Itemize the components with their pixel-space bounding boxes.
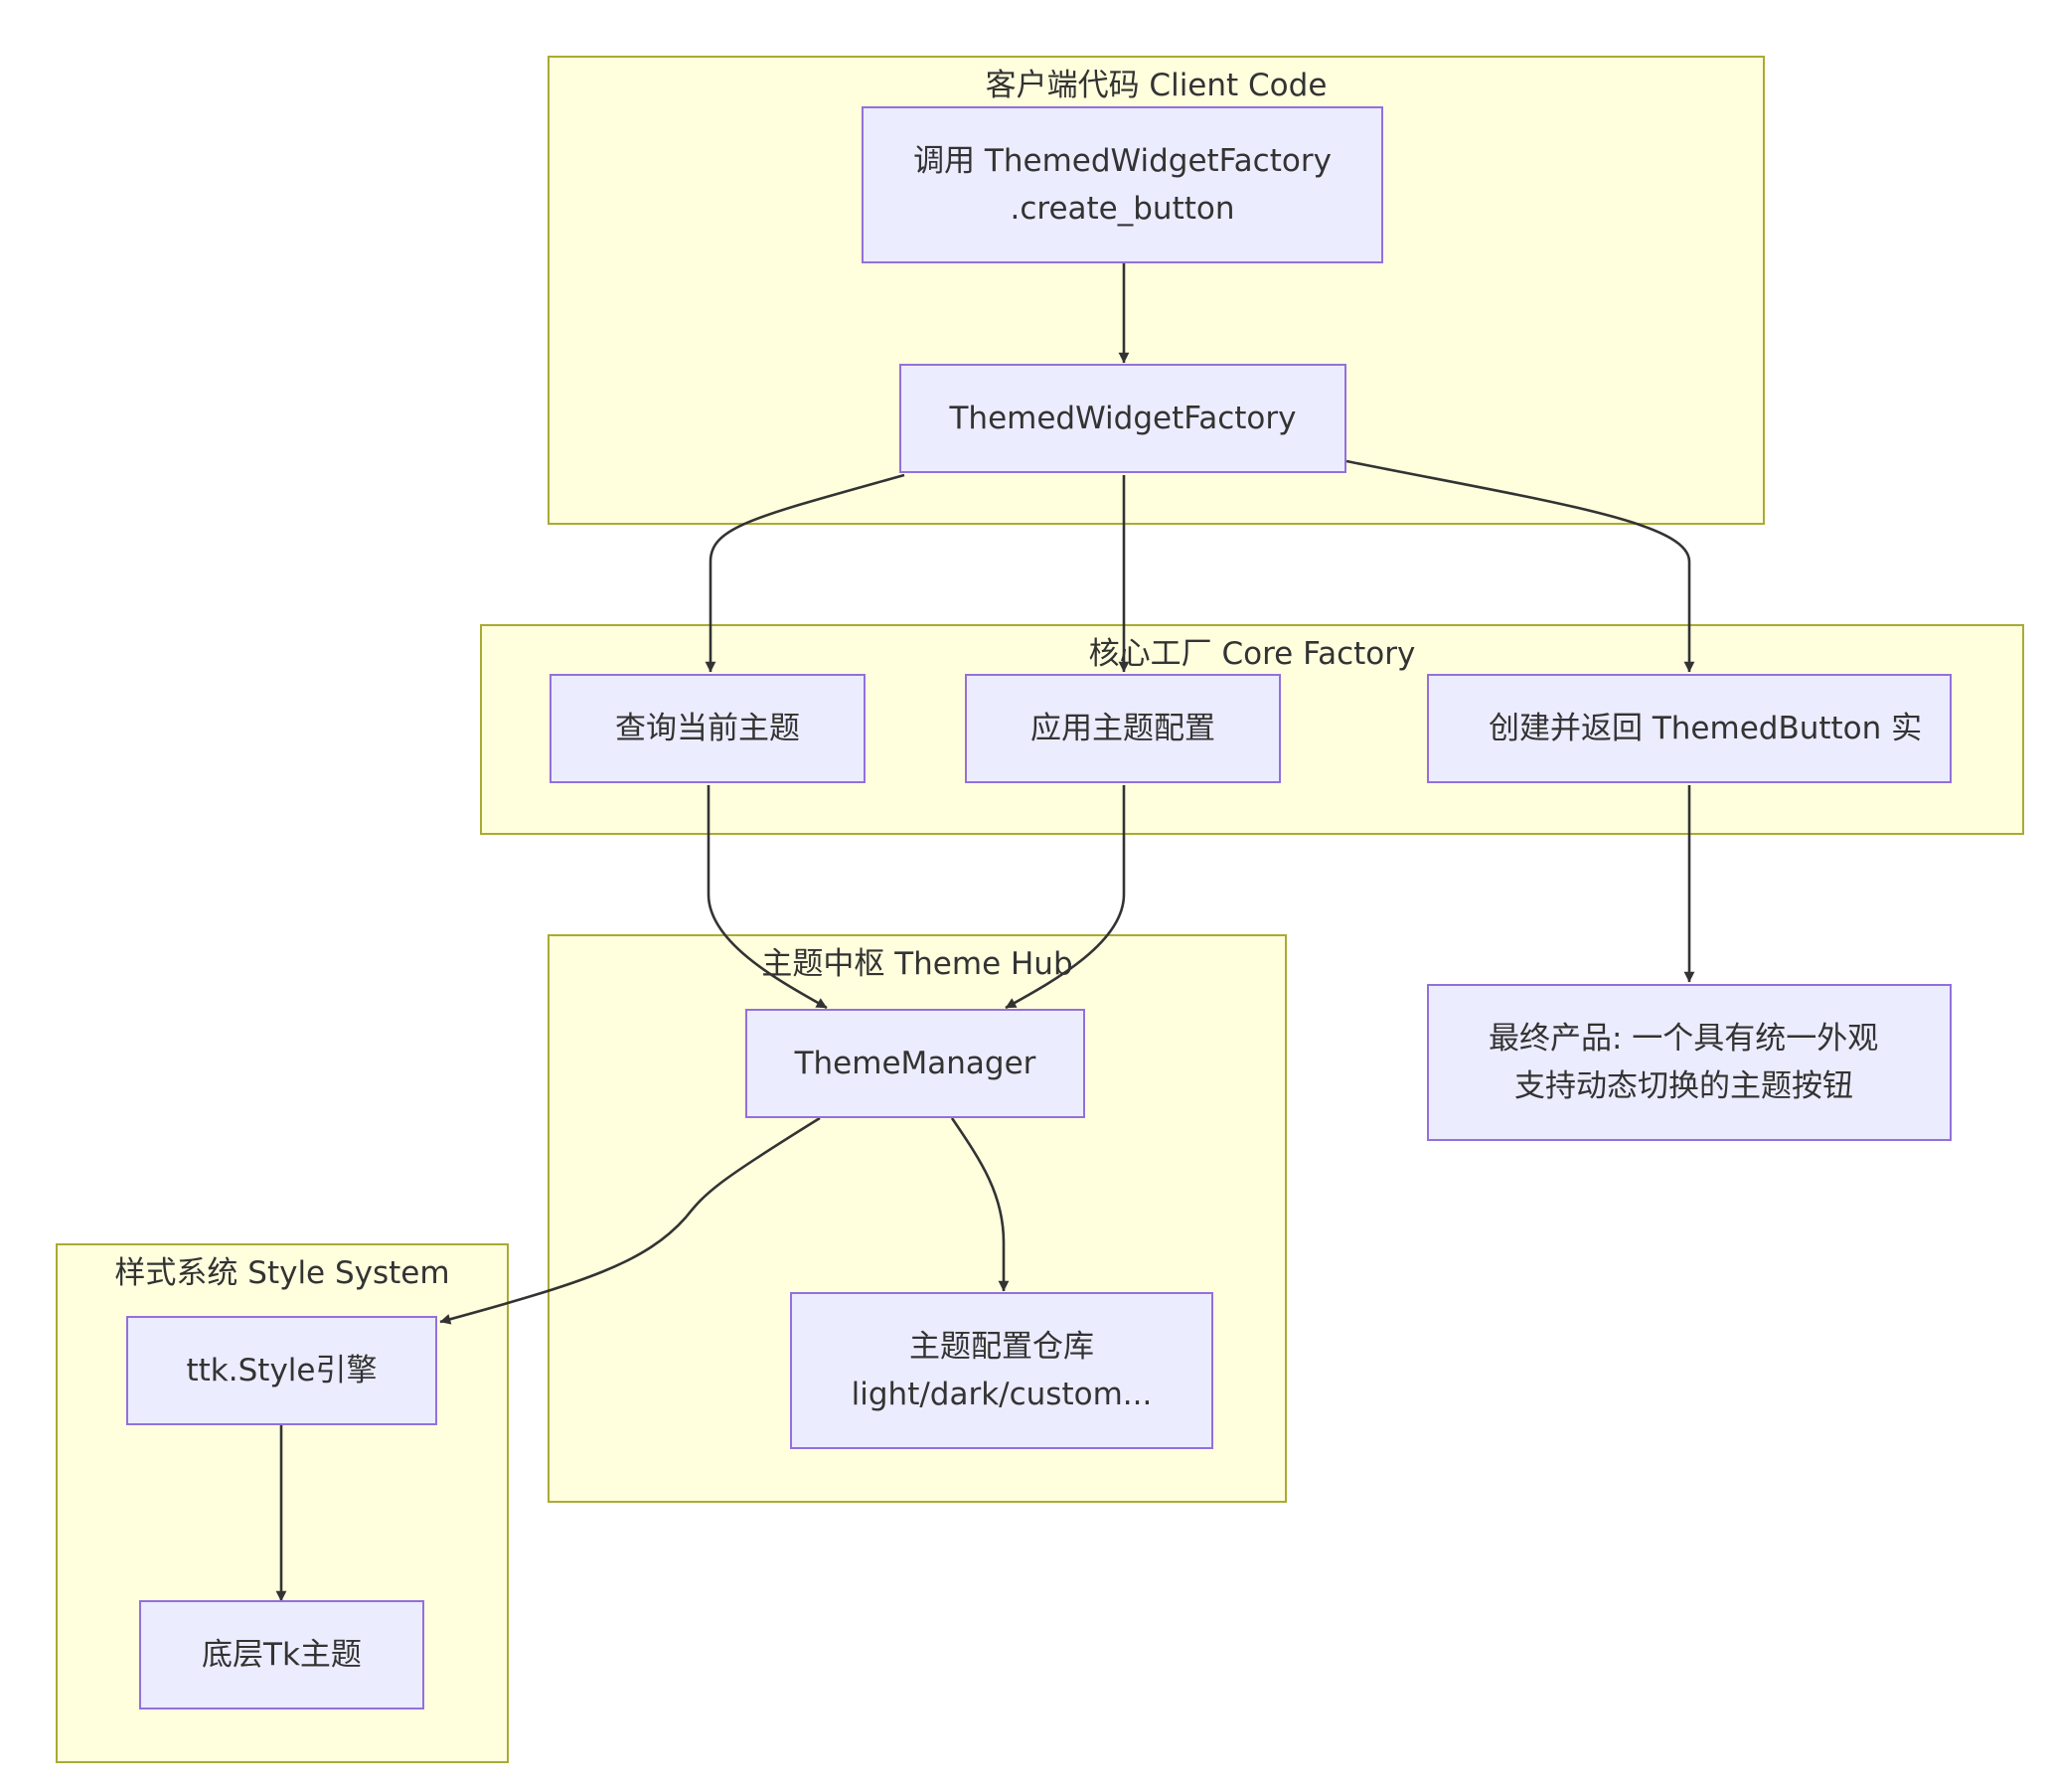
query-theme-label: 查询当前主题 — [615, 711, 800, 746]
call-factory-line1: 调用 ThemedWidgetFactory — [913, 143, 1332, 179]
edge-query-to-manager — [707, 785, 828, 1010]
tk-theme-node[interactable]: 底层Tk主题 — [139, 1600, 424, 1710]
create-button-label: 创建并返回 ThemedButton 实 — [1489, 711, 1923, 746]
ttk-style-label: ttk.Style引擎 — [186, 1353, 378, 1388]
tk-theme-label: 底层Tk主题 — [202, 1637, 362, 1673]
final-product-node[interactable]: 最终产品: 一个具有统一外观 支持动态切换的主题按钮 — [1427, 984, 1952, 1141]
theme-repo-line2: light/dark/custom... — [851, 1377, 1153, 1412]
edge-manager-to-ttk — [439, 1116, 821, 1325]
final-product-line2: 支持动态切换的主题按钮 — [1514, 1068, 1853, 1104]
style-system-group-title: 样式系统 Style System — [114, 1255, 450, 1291]
query-theme-node[interactable]: 查询当前主题 — [550, 674, 866, 783]
edge-factory-to-create — [1345, 459, 1695, 673]
themed-widget-factory-label: ThemedWidgetFactory — [949, 401, 1297, 436]
theme-repo-line1: 主题配置仓库 — [909, 1329, 1094, 1365]
edge-manager-to-repo — [950, 1117, 1010, 1292]
theme-manager-node[interactable]: ThemeManager — [745, 1009, 1085, 1118]
call-factory-line2: .create_button — [1010, 191, 1235, 227]
apply-theme-node[interactable]: 应用主题配置 — [965, 674, 1281, 783]
themed-widget-factory-node[interactable]: ThemedWidgetFactory — [899, 364, 1346, 473]
ttk-style-node[interactable]: ttk.Style引擎 — [126, 1316, 437, 1425]
edge-factory-to-query — [705, 473, 905, 673]
apply-theme-label: 应用主题配置 — [1030, 711, 1215, 746]
client-code-group-title: 客户端代码 Client Code — [985, 68, 1328, 103]
create-button-node[interactable]: 创建并返回 ThemedButton 实 — [1427, 674, 1952, 783]
theme-manager-label: ThemeManager — [794, 1046, 1036, 1081]
theme-repo-node[interactable]: 主题配置仓库 light/dark/custom... — [790, 1292, 1213, 1449]
final-product-line1: 最终产品: 一个具有统一外观 — [1489, 1021, 1879, 1057]
edge-apply-to-manager — [1005, 785, 1126, 1010]
call-factory-node[interactable]: 调用 ThemedWidgetFactory .create_button — [862, 106, 1383, 263]
core-factory-group-title: 核心工厂 Core Factory — [1088, 636, 1416, 672]
theme-hub-group-title: 主题中枢 Theme Hub — [761, 946, 1073, 982]
